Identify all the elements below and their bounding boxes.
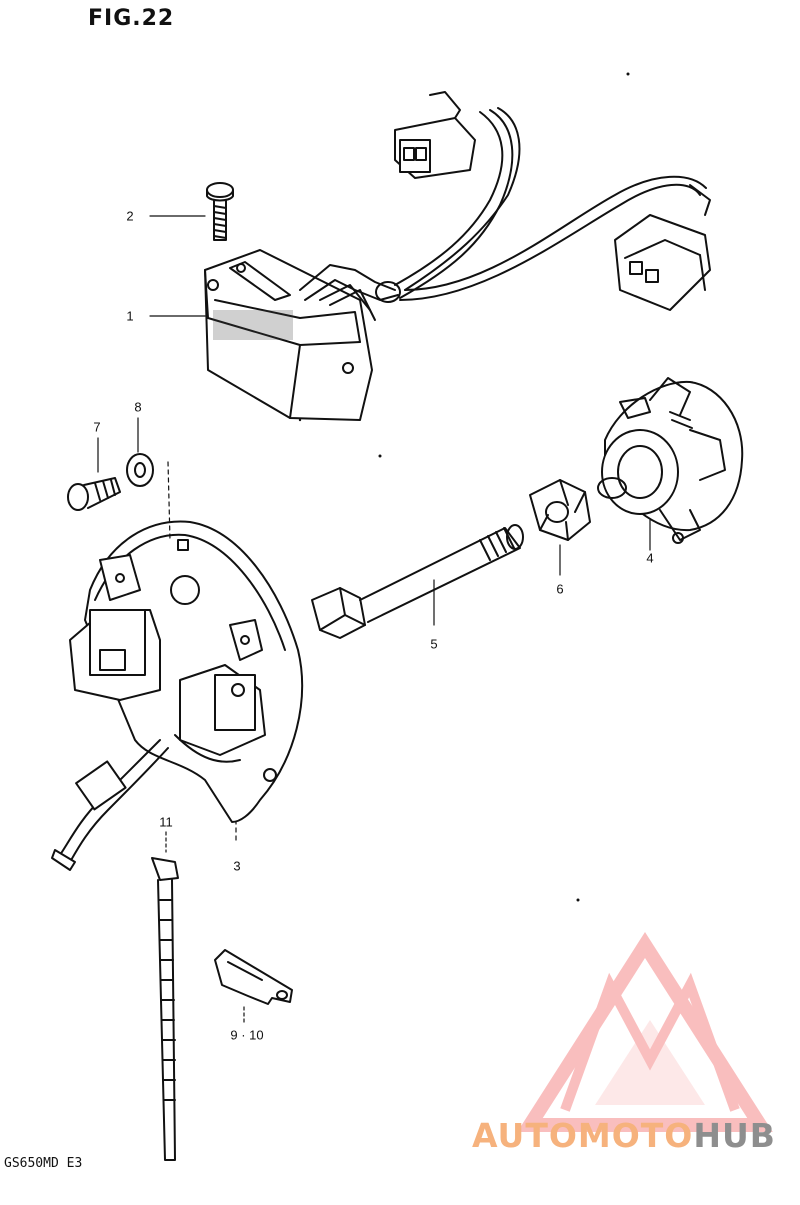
callout-2: 2 [126,208,134,224]
callout-8: 8 [134,399,142,415]
scan-specks [298,72,630,902]
part-4-advancer [597,377,744,544]
callout-4: 4 [646,550,654,566]
callout-5: 5 [430,636,438,652]
leader-lines [97,215,651,1023]
callout-11: 11 [159,814,173,830]
callout-9-10: 9 · 10 [230,1027,264,1043]
part-8-washer [126,453,154,487]
watermark-logo [517,931,773,1132]
watermark-text-part1: AUTOMOTO [472,1116,694,1155]
callout-6: 6 [556,581,564,597]
part-9-10-clamp [214,949,293,1005]
part-6-nut [529,479,591,541]
part-7-screw [67,477,121,511]
model-code: GS650MD E3 [4,1156,83,1171]
callout-3: 3 [233,858,241,874]
part-11-cable-tie [151,857,179,1161]
figure-title: FIG.22 [88,6,175,31]
watermark-text-part2: HUB [693,1116,776,1155]
callout-1: 1 [126,308,134,324]
part-5-bolt [311,524,524,639]
callout-7: 7 [93,419,101,435]
part-3-pickup-plate [51,520,304,871]
watermark-text: AUTOMOTOHUB [472,1116,776,1155]
part-2-screw [206,182,234,241]
part-1-regulator-rectifier [204,91,711,421]
